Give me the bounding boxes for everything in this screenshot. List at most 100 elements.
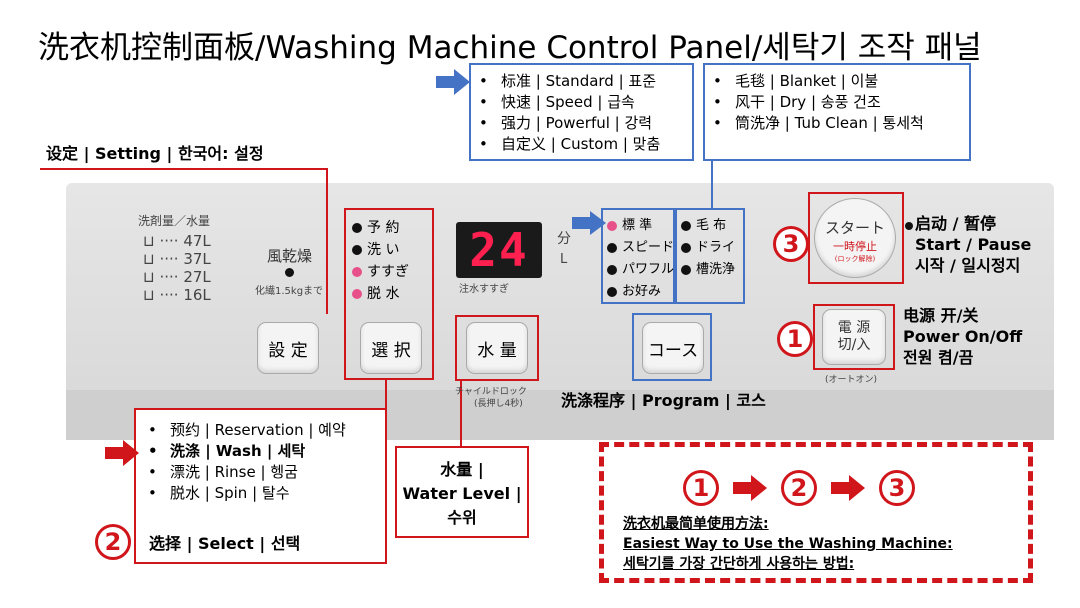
easy-steps-text: 洗衣机最简单使用方法: Easiest Way to Use the Washi… — [623, 514, 953, 574]
course-item: 槽洗浄 — [681, 259, 739, 281]
start-indicator-dot — [905, 222, 913, 230]
course-label: ドライ — [696, 240, 736, 255]
power-label-bottom: 切/入 — [837, 337, 871, 353]
child-lock-note: (長押し4秒) — [474, 399, 523, 409]
indicator-dot — [352, 223, 362, 233]
level-value: 47L — [183, 232, 211, 250]
select-list-box: 预约 | Reservation | 예약 洗涤 | Wash | 세탁 漂洗 … — [134, 408, 387, 564]
start-label-ko: 시작 / 일시정지 — [915, 256, 1021, 275]
easy-text-en: Easiest Way to Use the Washing Machine: — [623, 536, 953, 552]
step-2-badge: 2 — [781, 470, 817, 506]
easy-steps-row: 1 2 3 — [683, 470, 915, 506]
water-label-zh: 水量 | — [440, 460, 484, 479]
water-level-button[interactable]: 水 量 — [466, 322, 528, 374]
indicator-dot — [607, 220, 617, 231]
indicator-dot — [607, 264, 617, 275]
start-label-en: Start / Pause — [915, 235, 1032, 254]
indicator-dot — [607, 286, 617, 297]
display-sub: 注水すすぎ — [459, 284, 509, 295]
setting-connector-h — [40, 168, 328, 170]
start-label: スタート — [824, 219, 885, 237]
detergent-levels: ⊔ ···· 47L ⊔ ···· 37L ⊔ ···· 27L ⊔ ···· … — [143, 232, 211, 304]
program-item: 风干 | Dry | 송풍 건조 — [713, 92, 961, 113]
course-box-b: 毛 布 ドライ 槽洗浄 — [675, 208, 745, 304]
setting-connector-v — [326, 168, 328, 314]
course-label: 槽洗浄 — [696, 262, 736, 277]
program-item: 筒洗净 | Tub Clean | 통세척 — [713, 113, 961, 134]
program-item: 快速 | Speed | 급속 — [479, 92, 684, 113]
program-list-b: 毛毯 | Blanket | 이불 风干 | Dry | 송풍 건조 筒洗净 |… — [703, 63, 971, 161]
status-label: 洗 い — [367, 242, 400, 258]
indicator-dot — [352, 289, 362, 299]
start-pause-button[interactable]: スタート 一時停止 (ロック解除) — [814, 198, 896, 278]
course-button-frame — [632, 313, 712, 381]
status-label: 予 約 — [367, 220, 400, 236]
cup-icon: ⊔ — [143, 268, 155, 286]
step-2-badge: 2 — [95, 524, 131, 560]
power-label-top: 電 源 — [837, 320, 871, 336]
start-button-frame — [808, 192, 904, 284]
course-label: 毛 布 — [696, 218, 727, 233]
level-row: ⊔ ···· 37L — [143, 250, 211, 268]
level-value: 16L — [183, 286, 211, 304]
level-row: ⊔ ···· 16L — [143, 286, 211, 304]
select-connector — [385, 380, 387, 410]
program-item: 标准 | Standard | 표준 — [479, 71, 684, 92]
step-1-badge: 1 — [683, 470, 719, 506]
water-connector-v — [460, 380, 462, 448]
indicator-dot — [352, 245, 362, 255]
indicator-dot — [681, 220, 691, 231]
digital-display: 24 — [456, 222, 542, 278]
cup-icon: ⊔ — [143, 286, 155, 304]
indicator-dot — [681, 242, 691, 253]
level-value: 27L — [183, 268, 211, 286]
step-1-badge: 1 — [777, 321, 813, 357]
water-level-box: 水量 | Water Level | 수위 — [395, 446, 529, 538]
detergent-header: 洗剤量／水量 — [138, 214, 211, 228]
start-pause-label: 启动 / 暂停 Start / Pause 시작 / 일시정지 — [915, 213, 1031, 276]
select-button[interactable]: 選 択 — [360, 322, 422, 374]
status-label: 脱 水 — [367, 286, 400, 302]
wind-dry-indicator — [285, 268, 294, 277]
power-button[interactable]: 電 源 切/入 — [822, 309, 886, 365]
course-box-a: 標 準 スピード パワフル お好み — [601, 208, 675, 304]
course-label: お好み — [622, 284, 662, 299]
status-row: 洗 い — [352, 239, 409, 261]
display-liter: L — [560, 252, 568, 267]
water-label-en: Water Level | — [402, 484, 522, 503]
easy-text-ko: 세탁기를 가장 간단하게 사용하는 방법: — [623, 556, 855, 572]
course-label: スピード — [622, 240, 675, 255]
auto-on-label: (オートオン) — [825, 375, 878, 385]
course-label: パワフル — [622, 262, 675, 277]
step-3-badge: 3 — [773, 226, 809, 262]
level-row: ⊔ ···· 47L — [143, 232, 211, 250]
course-item: スピード — [607, 237, 674, 259]
cup-icon: ⊔ — [143, 250, 155, 268]
unlock-label: (ロック解除) — [834, 255, 876, 263]
water-button-frame — [455, 315, 539, 381]
display-value: 24 — [469, 223, 529, 277]
child-lock-label: チャイルドロック — [455, 387, 527, 397]
program-label: 洗涤程序 | Program | 코스 — [561, 391, 766, 410]
power-label-zh: 电源 开/关 — [903, 306, 979, 325]
select-item: 脱水 | Spin | 탈수 — [148, 483, 373, 504]
level-row: ⊔ ···· 27L — [143, 268, 211, 286]
water-label-ko: 수위 — [447, 508, 477, 527]
easy-steps-box — [599, 442, 1033, 583]
setting-label: 设定 | Setting | 한국어: 설정 — [46, 144, 264, 163]
program-list-a: 标准 | Standard | 표준 快速 | Speed | 급속 强力 | … — [469, 63, 694, 161]
setting-button[interactable]: 設 定 — [257, 322, 319, 374]
easy-text-zh: 洗衣机最简单使用方法: — [623, 516, 769, 532]
cup-icon: ⊔ — [143, 232, 155, 250]
level-value: 37L — [183, 250, 211, 268]
arrow-right-icon — [436, 69, 470, 99]
indicator-dot — [681, 264, 691, 275]
step-3-badge: 3 — [879, 470, 915, 506]
arrow-right-icon — [105, 440, 139, 470]
wind-dry-label: 風乾燥 — [267, 247, 313, 265]
select-item-active: 洗涤 | Wash | 세탁 — [148, 441, 373, 462]
course-button[interactable]: コース — [642, 322, 704, 374]
select-item: 漂洗 | Rinse | 헹굼 — [148, 462, 373, 483]
program-item: 毛毯 | Blanket | 이불 — [713, 71, 961, 92]
status-row: すすぎ — [352, 261, 409, 283]
